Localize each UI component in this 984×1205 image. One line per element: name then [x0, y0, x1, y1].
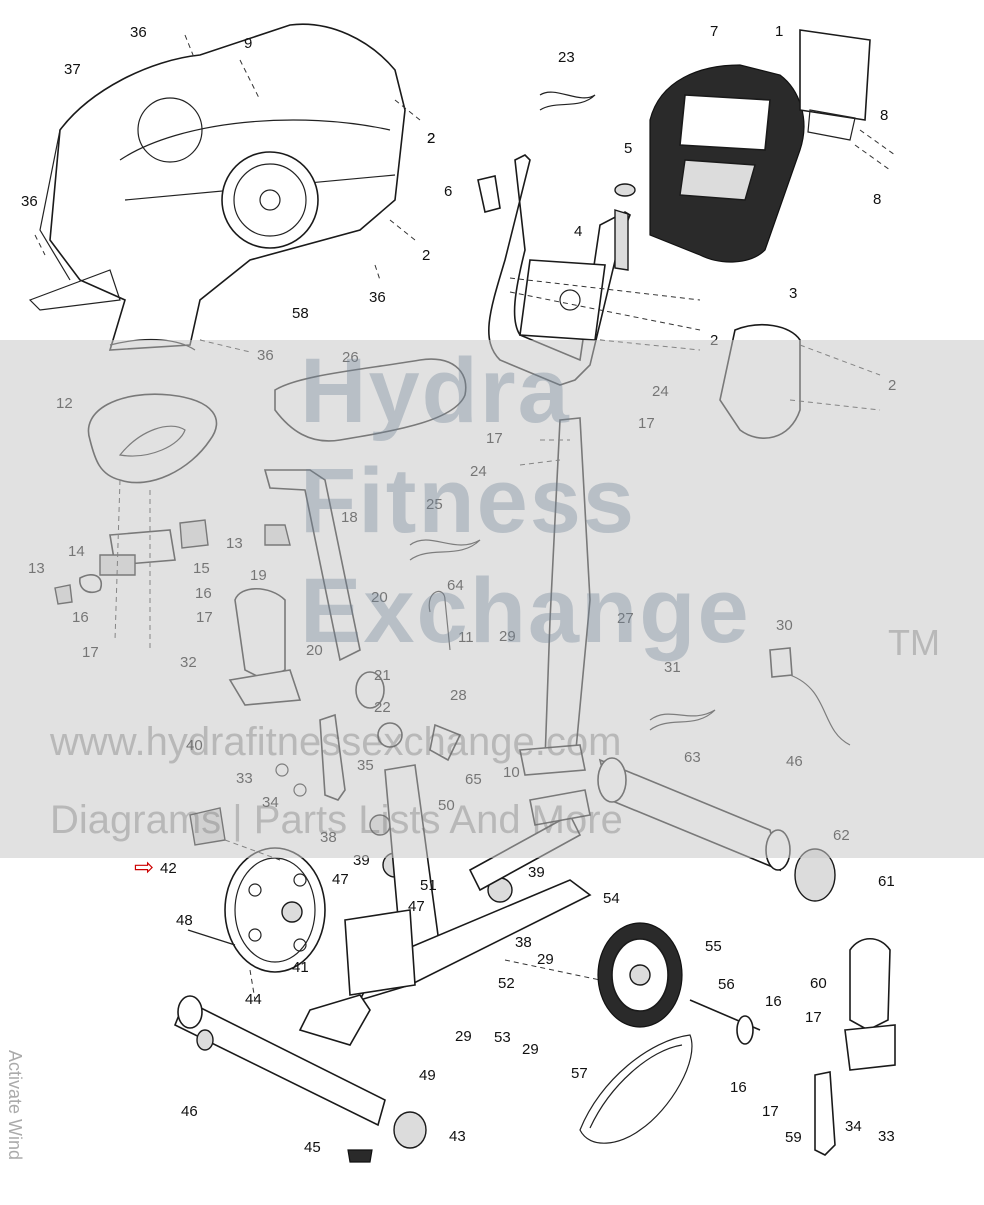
callout: 61 — [878, 873, 895, 890]
rear-shroud-drawing — [28, 23, 421, 353]
watermark-brand-hydra: Hydra — [300, 340, 571, 442]
callout: 17 — [762, 1103, 779, 1120]
watermark-brand-exchange: Exchange — [300, 560, 751, 662]
callout: 49 — [419, 1067, 436, 1084]
callout: 58 — [292, 305, 309, 322]
callout: 9 — [244, 35, 252, 52]
watermark-url: www.hydrafitnessexchange.com — [50, 720, 622, 764]
watermark-tagline: Diagrams | Parts Lists And More — [50, 798, 623, 842]
callout: 55 — [705, 938, 722, 955]
watermark-trademark: TM — [888, 622, 940, 663]
callout: 16 — [730, 1079, 747, 1096]
callout: 56 — [718, 976, 735, 993]
callout: 7 — [710, 23, 718, 40]
callout: 23 — [558, 49, 575, 66]
red-arrow-icon: ⇨ — [134, 854, 155, 881]
callout: 36 — [130, 24, 147, 41]
callout: 29 — [455, 1028, 472, 1045]
callout: 29 — [522, 1041, 539, 1058]
callout: 6 — [444, 183, 452, 200]
watermark-band — [0, 340, 984, 858]
callout: 33 — [878, 1128, 895, 1145]
callout: 47 — [408, 898, 425, 915]
callout: 16 — [765, 993, 782, 1010]
callout: 2 — [427, 130, 435, 147]
callout: 4 — [574, 223, 582, 240]
callout: 48 — [176, 912, 193, 929]
callout: 39 — [528, 864, 545, 881]
callout: 44 — [245, 991, 262, 1008]
callout: 59 — [785, 1129, 802, 1146]
callout: 53 — [494, 1029, 511, 1046]
callout: 8 — [880, 107, 888, 124]
callout: 5 — [624, 140, 632, 157]
callout: 8 — [873, 191, 881, 208]
flywheel-drawing — [189, 807, 836, 1163]
callout: 29 — [537, 951, 554, 968]
callout: 42 — [160, 860, 177, 877]
callout: 57 — [571, 1065, 588, 1082]
callout: 37 — [64, 61, 81, 78]
watermark-brand-fitness: Fitness — [300, 450, 637, 552]
callout: 46 — [181, 1103, 198, 1120]
callout: 2 — [427, 130, 435, 147]
callout: 54 — [603, 890, 620, 907]
callout: 3 — [789, 285, 797, 302]
callout: 51 — [420, 877, 437, 894]
callout: 43 — [449, 1128, 466, 1145]
console-drawing — [649, 29, 896, 263]
callout: 36 — [21, 193, 38, 210]
callout: 45 — [304, 1139, 321, 1156]
callout: 2 — [422, 247, 430, 264]
callout: 36 — [369, 289, 386, 306]
callout: 38 — [515, 934, 532, 951]
callout: 47 — [332, 871, 349, 888]
activate-windows-overlay: Activate Wind — [5, 1050, 25, 1161]
callout: 17 — [805, 1009, 822, 1026]
callout: 60 — [810, 975, 827, 992]
callout: 41 — [292, 959, 309, 976]
callout: 52 — [498, 975, 515, 992]
callout: 34 — [845, 1118, 862, 1135]
callout: 1 — [775, 23, 783, 40]
